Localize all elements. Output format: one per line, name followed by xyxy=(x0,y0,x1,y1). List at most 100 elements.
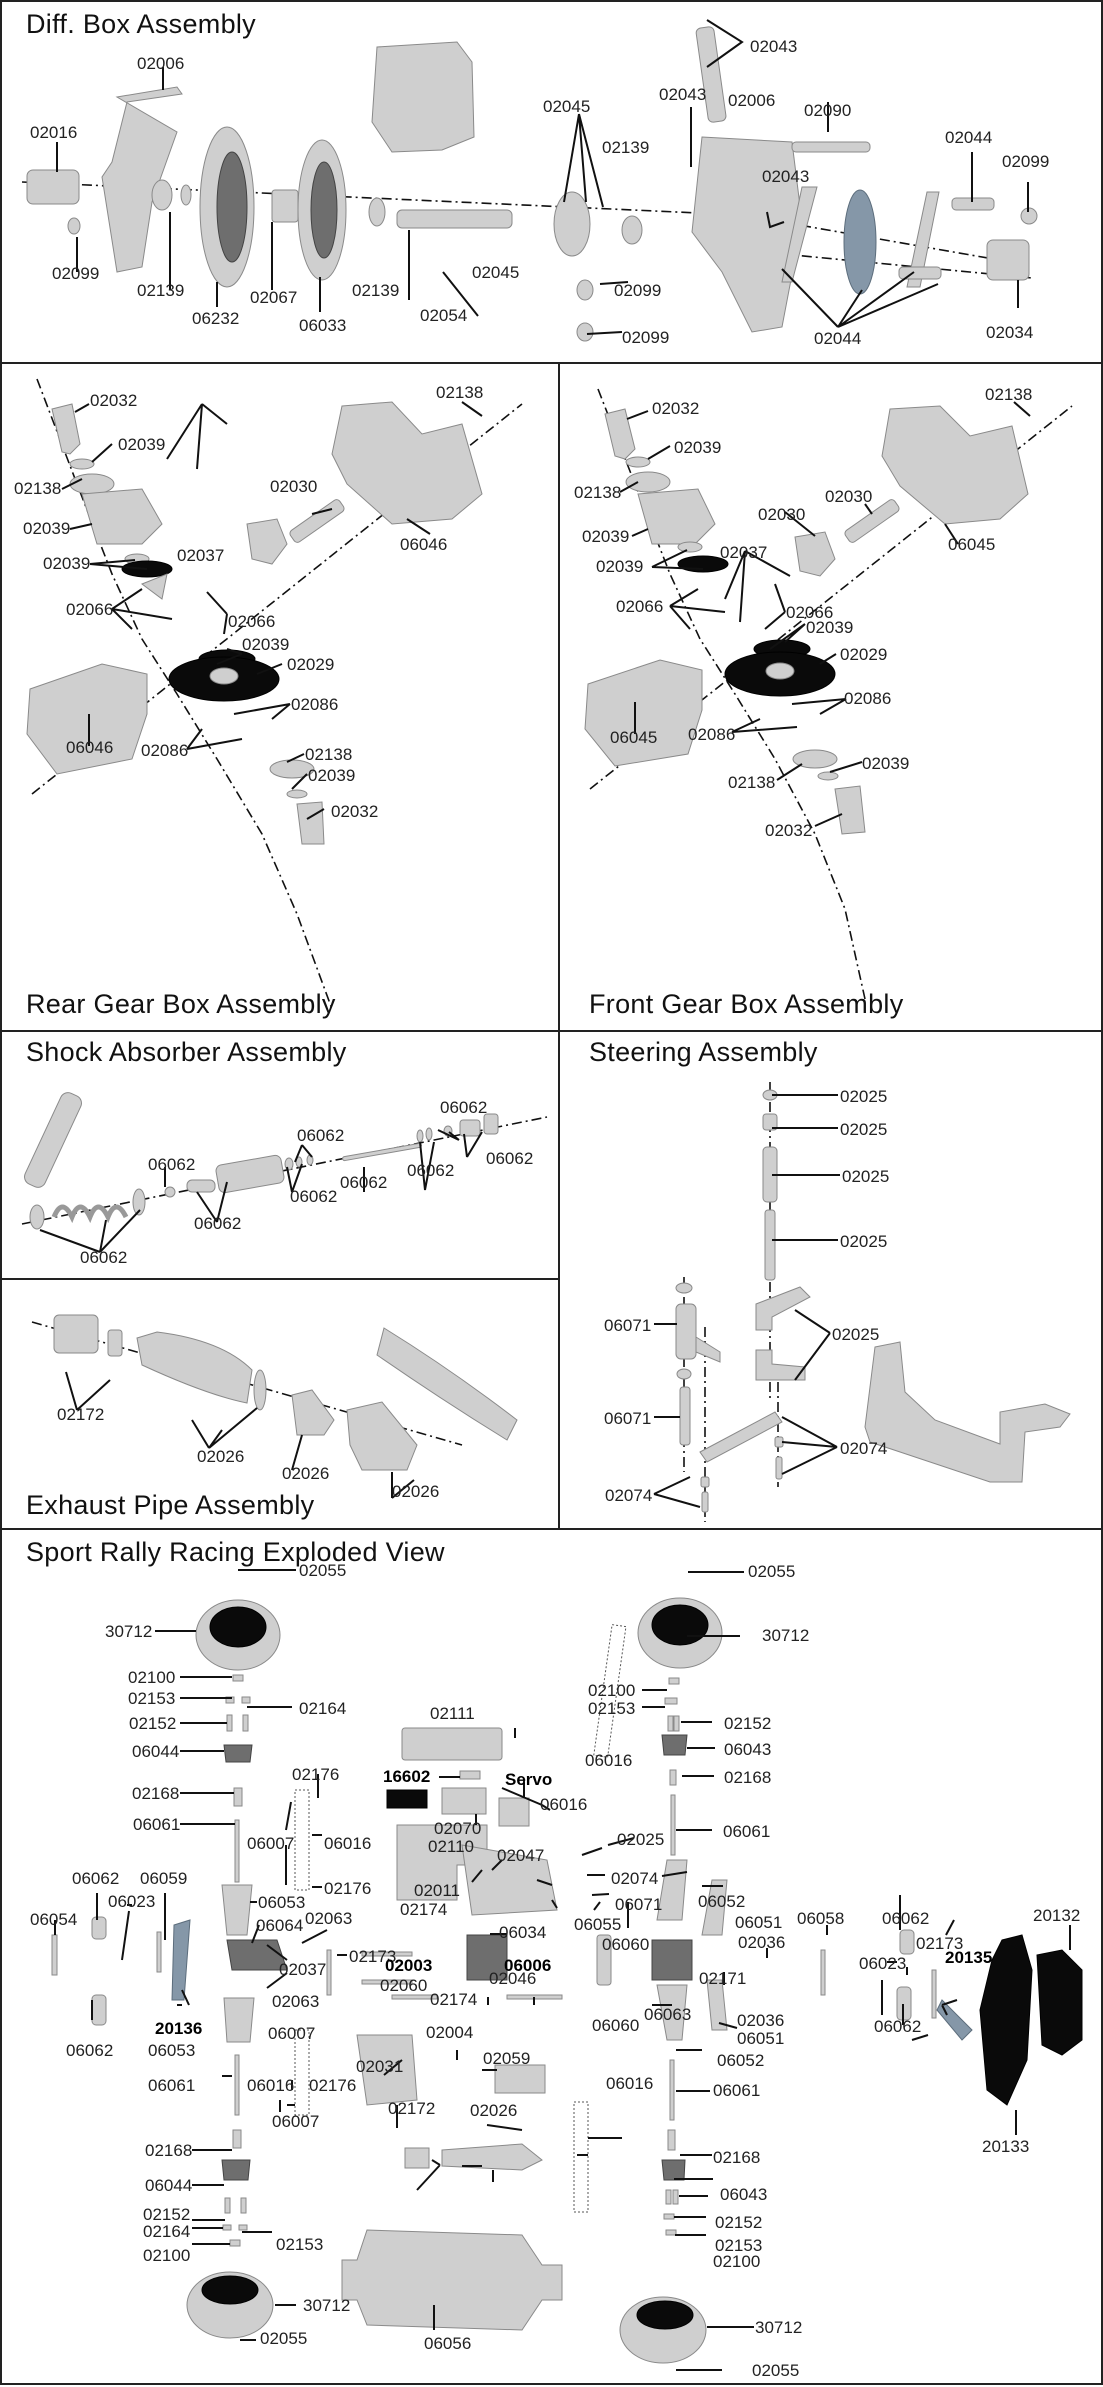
callout-06062: 06062 xyxy=(297,1126,345,1145)
callout-06053: 06053 xyxy=(258,1893,306,1912)
callout-02171: 02171 xyxy=(699,1969,747,1988)
callout-06016: 06016 xyxy=(585,1751,633,1770)
panel-shock-absorber: Shock Absorber Assembly 06062 06062 0606… xyxy=(0,1030,560,1280)
callout-06006: 06006 xyxy=(504,1956,552,1975)
callout-02086: 02086 xyxy=(844,689,892,708)
part-02044-slipper-pad xyxy=(843,189,877,295)
callout-02153: 02153 xyxy=(588,1699,636,1718)
callout-06023: 06023 xyxy=(108,1892,156,1911)
panel-front-gear-box: 02032 02039 02138 02039 02039 02037 0206… xyxy=(558,362,1103,1032)
callout-06045: 06045 xyxy=(610,728,658,747)
part-02026-exhaust-front xyxy=(136,1331,253,1404)
callout-30712: 30712 xyxy=(105,1622,153,1641)
callout-06061: 06061 xyxy=(723,1822,771,1841)
callout-06007: 06007 xyxy=(272,2112,320,2131)
diff-06064 xyxy=(226,1939,288,1971)
callout-06062: 06062 xyxy=(340,1173,388,1192)
callout-02039: 02039 xyxy=(582,527,630,546)
callout-06232: 06232 xyxy=(192,309,240,328)
callout-02045: 02045 xyxy=(543,97,591,116)
callout-02039: 02039 xyxy=(862,754,910,773)
callout-02025: 02025 xyxy=(842,1167,890,1186)
callout-06058: 06058 xyxy=(797,1909,845,1928)
callout-02176: 02176 xyxy=(292,1765,340,1784)
section-title: Steering Assembly xyxy=(589,1037,818,1067)
callout-02055: 02055 xyxy=(260,2329,308,2348)
callout-30712: 30712 xyxy=(303,2296,351,2315)
chassis-06056 xyxy=(341,2229,563,2331)
callout-06052: 06052 xyxy=(698,1892,746,1911)
callout-02172: 02172 xyxy=(388,2099,436,2118)
callout-02006: 02006 xyxy=(137,54,185,73)
section-title: Exhaust Pipe Assembly xyxy=(26,1490,315,1520)
callout-20133: 20133 xyxy=(982,2137,1030,2156)
callout-02055: 02055 xyxy=(299,1561,347,1580)
callout-02026: 02026 xyxy=(197,1447,245,1466)
servo xyxy=(498,1797,530,1827)
callout-02026: 02026 xyxy=(282,1464,330,1483)
diff-06063 xyxy=(651,1939,693,1981)
callout-02067: 02067 xyxy=(250,288,298,307)
callout-02176: 02176 xyxy=(309,2076,357,2095)
callout-02004: 02004 xyxy=(426,2023,474,2042)
panel-steering: Steering Assembly 02025 02025 02025 0202… xyxy=(558,1030,1103,1530)
callout-06016: 06016 xyxy=(324,1834,372,1853)
callout-02168: 02168 xyxy=(145,2141,193,2160)
callout-06062: 06062 xyxy=(874,2017,922,2036)
callout-02111: 02111 xyxy=(430,1704,475,1723)
callout-06062: 06062 xyxy=(148,1155,196,1174)
diff-box-drawing xyxy=(21,19,1038,342)
callout-02174: 02174 xyxy=(430,1990,478,2009)
callout-02152: 02152 xyxy=(129,1714,177,1733)
callout-02070: 02070 xyxy=(434,1819,482,1838)
callout-02037: 02037 xyxy=(279,1960,327,1979)
callout-02055: 02055 xyxy=(752,2361,800,2380)
part-02172 xyxy=(404,2147,430,2169)
callout-06051: 06051 xyxy=(735,1913,783,1932)
callout-02039: 02039 xyxy=(242,635,290,654)
callout-06044: 06044 xyxy=(132,1742,180,1761)
panel-rear-gear-box: 02032 02039 02138 02039 02039 02037 0206… xyxy=(0,362,560,1032)
callout-02153: 02153 xyxy=(276,2235,324,2254)
callout-02031: 02031 xyxy=(356,2057,404,2076)
callout-02037: 02037 xyxy=(177,546,225,565)
callout-02044: 02044 xyxy=(945,128,993,147)
callout-02016: 02016 xyxy=(30,123,78,142)
callout-02090: 02090 xyxy=(804,101,852,120)
callout-02054: 02054 xyxy=(420,306,468,325)
callout-02059: 02059 xyxy=(483,2049,531,2068)
assembled-exhaust xyxy=(376,1327,518,1441)
part-02026-pipe xyxy=(441,2143,543,2171)
part-02111 xyxy=(401,1727,503,1761)
section-title: Rear Gear Box Assembly xyxy=(26,989,336,1019)
part-02026-exhaust-rear xyxy=(346,1401,418,1471)
callout-02099: 02099 xyxy=(52,264,100,283)
callout-02099: 02099 xyxy=(614,281,662,300)
callout-02045: 02045 xyxy=(472,263,520,282)
rear-gear-box-drawing xyxy=(26,378,523,1010)
callout-02032: 02032 xyxy=(652,399,700,418)
callout-02025: 02025 xyxy=(840,1232,888,1251)
callout-06045: 06045 xyxy=(948,535,996,554)
callout-06043: 06043 xyxy=(720,2185,768,2204)
callout-02026: 02026 xyxy=(470,2101,518,2120)
assembled-steering xyxy=(864,1341,1071,1483)
callout-02164: 02164 xyxy=(143,2222,191,2241)
callout-02099: 02099 xyxy=(1002,152,1050,171)
arm-06053-upper xyxy=(221,1884,253,1936)
callout-02025: 02025 xyxy=(840,1087,888,1106)
callout-02173: 02173 xyxy=(349,1947,397,1966)
callout-06052: 06052 xyxy=(717,2051,765,2070)
part-02054-shaft xyxy=(396,209,513,229)
part-02034 xyxy=(986,239,1030,281)
callout-06060: 06060 xyxy=(602,1935,650,1954)
callout-02100: 02100 xyxy=(713,2252,761,2271)
callout-02153: 02153 xyxy=(715,2236,763,2255)
callout-06055: 06055 xyxy=(574,1915,622,1934)
callout-06071: 06071 xyxy=(604,1409,652,1428)
panel-exploded-view: Sport Rally Racing Exploded View xyxy=(0,1528,1103,2385)
callout-02074: 02074 xyxy=(840,1439,888,1458)
callout-06063: 06063 xyxy=(644,2005,692,2024)
callout-02043: 02043 xyxy=(750,37,798,56)
callout-02032: 02032 xyxy=(90,391,138,410)
